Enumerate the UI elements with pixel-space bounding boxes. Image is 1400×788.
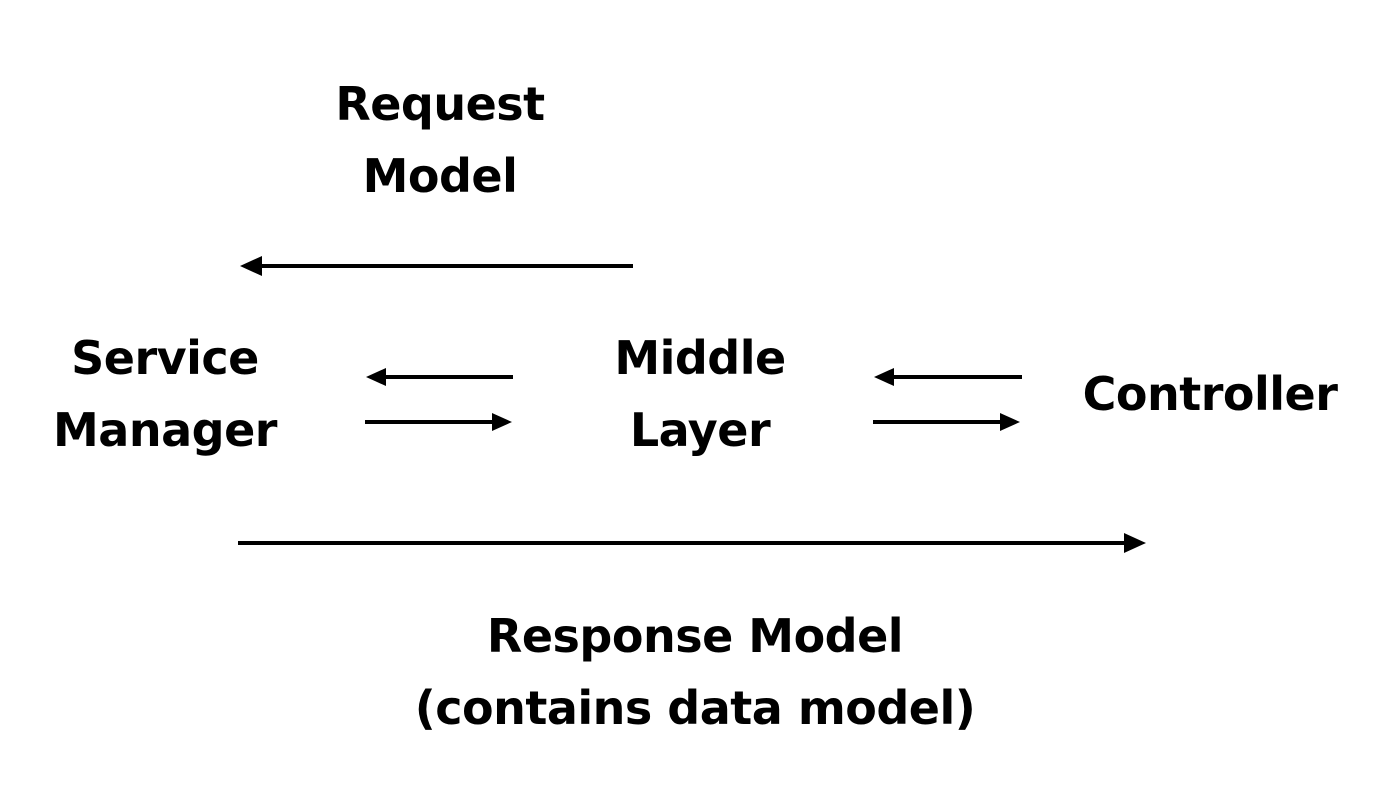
request-model-label: Request Model (290, 68, 590, 212)
middle-layer-line2: Layer (629, 403, 771, 457)
controller-node: Controller (1070, 358, 1350, 430)
response-model-label-line1: Response Model (486, 609, 904, 663)
middle-to-controller-arrow (873, 413, 1020, 431)
response-arrow (238, 533, 1146, 553)
service-to-middle-arrow (365, 413, 512, 431)
middle-to-service-arrow (366, 368, 513, 386)
service-manager-node: Service Manager (20, 322, 310, 466)
controller-to-middle-arrow (874, 368, 1022, 386)
response-model-label: Response Model (contains data model) (380, 600, 1010, 744)
middle-layer-line1: Middle (614, 331, 786, 385)
response-model-label-line2: (contains data model) (414, 681, 976, 735)
service-manager-line1: Service (71, 331, 259, 385)
controller-line1: Controller (1082, 367, 1338, 421)
request-arrow (240, 256, 633, 276)
middle-layer-node: Middle Layer (555, 322, 845, 466)
request-model-label-line1: Request (335, 77, 545, 131)
service-manager-line2: Manager (53, 403, 277, 457)
request-model-label-line2: Model (362, 149, 518, 203)
